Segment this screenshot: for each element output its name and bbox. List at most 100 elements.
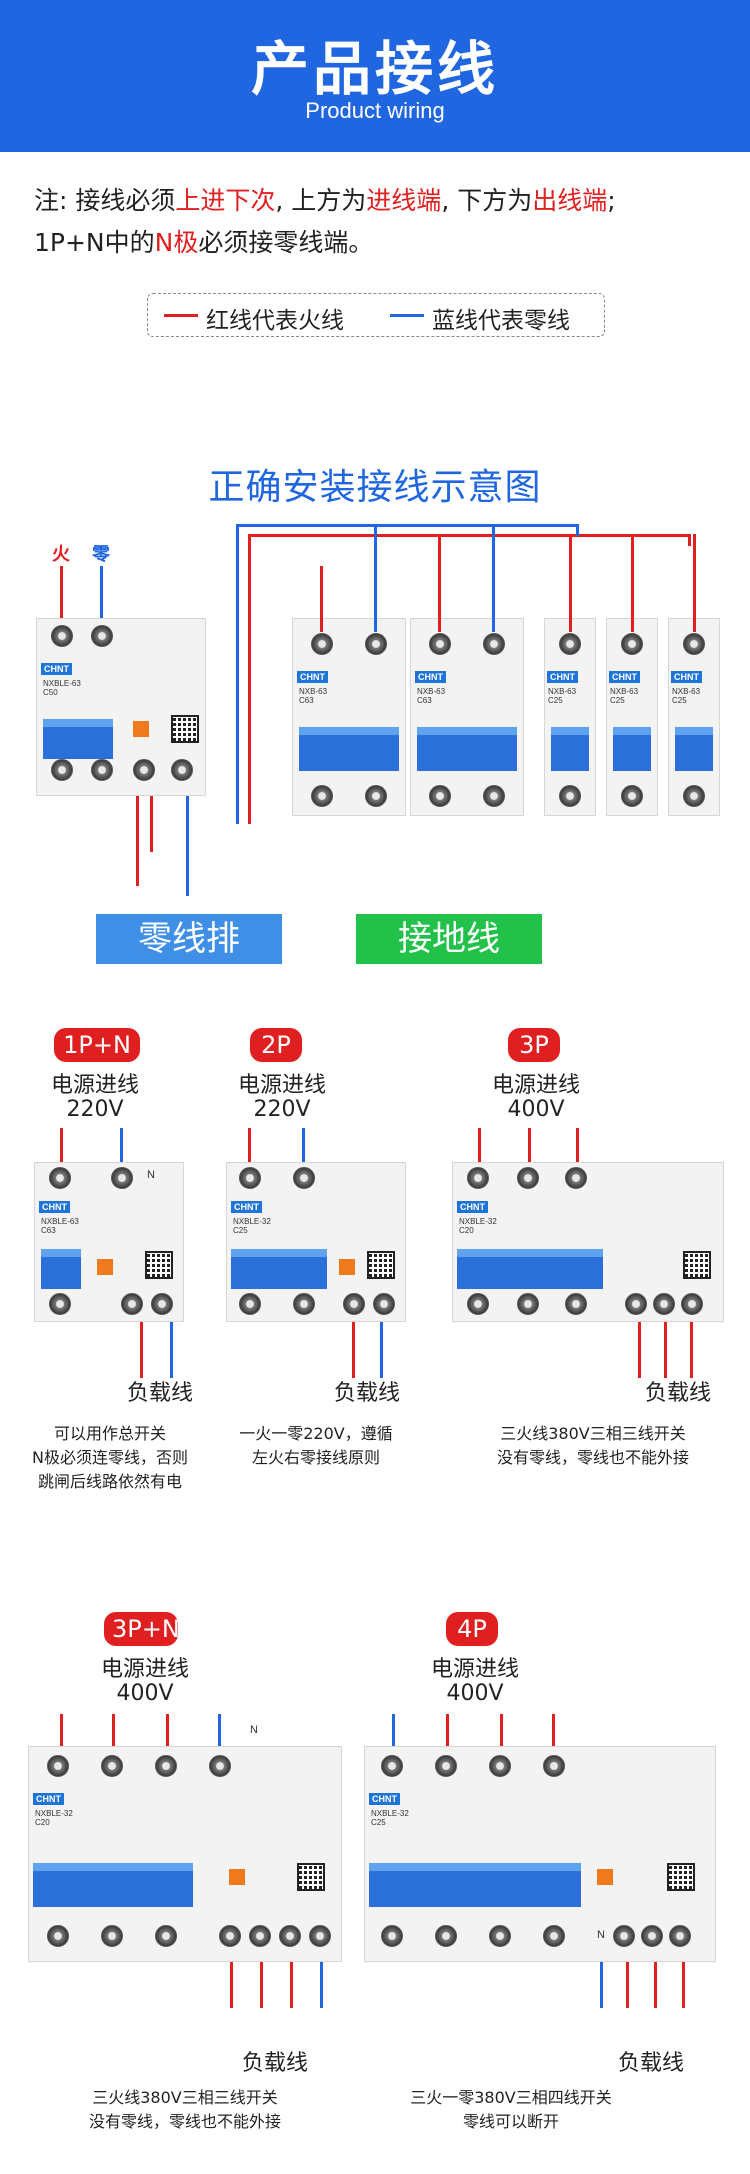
screw-icon [435, 1755, 457, 1777]
load-fire-wire [638, 1322, 641, 1378]
brand-logo: CHNT [609, 671, 640, 683]
brand-logo: CHNT [33, 1793, 64, 1805]
branch-fire-wire [438, 534, 441, 632]
screw-icon [209, 1755, 231, 1777]
rcbo-3p: CHNT NXBLE-32 C20 [452, 1162, 724, 1322]
screw-icon [239, 1293, 261, 1315]
branch-fire-wire [631, 534, 634, 632]
brand-logo: CHNT [671, 671, 702, 683]
load-zero-wire [380, 1322, 383, 1378]
page-title: 产品接线 [250, 35, 499, 103]
branch-breaker-2p-1: CHNT NXB-63 C63 [292, 618, 406, 816]
case-description: 可以用作总开关 N极必须连零线，否则 跳闸后线路依然有电 [32, 1424, 188, 1491]
load-zero-wire [320, 1962, 323, 2008]
note-text: , 下方为 [441, 186, 533, 215]
source-label: 电源进线 [50, 1073, 139, 1098]
bus-fire-wire [150, 796, 153, 852]
screw-icon [365, 785, 387, 807]
screw-icon [239, 1167, 261, 1189]
case-4p: 4P 电源进线 400V CHNT NXBLE-32 C25 N 负载线 三火一… [356, 1612, 736, 2132]
zero-wire [392, 1714, 395, 1754]
brand-logo: CHNT [39, 1201, 70, 1213]
wiring-note: 注: 接线必须上进下次, 上方为进线端, 下方为出线端; 1P+N中的N极必须接… [34, 180, 724, 264]
red-line-swatch [164, 314, 198, 317]
load-label: 负载线 [617, 2051, 684, 2076]
fire-wire [576, 1128, 579, 1168]
screw-icon [293, 1293, 315, 1315]
branch-breaker-2p-2: CHNT NXB-63 C63 [410, 618, 524, 816]
screw-icon [613, 1925, 635, 1947]
top-zero-bus [236, 524, 576, 527]
case-1p-n: 1P+N 电源进线 220V N CHNT NXBLE-63 C63 负载线 可… [20, 1028, 200, 1491]
screw-icon [249, 1925, 271, 1947]
screw-icon [559, 785, 581, 807]
screw-icon [429, 633, 451, 655]
screw-icon [155, 1925, 177, 1947]
neutral-mark: N [250, 1724, 258, 1736]
screw-icon [49, 1167, 71, 1189]
fire-wire [552, 1714, 555, 1754]
neutral-mark: N [597, 1929, 605, 1941]
screw-icon [483, 785, 505, 807]
rcbo-1p-n: N CHNT NXBLE-63 C63 [34, 1162, 184, 1322]
screw-icon [681, 1293, 703, 1315]
rcbo-3p-n: CHNT NXBLE-32 C20 [28, 1746, 342, 1962]
neutral-mark: N [147, 1169, 155, 1181]
screw-icon [653, 1293, 675, 1315]
breaker-handle [43, 719, 113, 759]
screw-icon [311, 785, 333, 807]
breaker-handle [551, 727, 589, 771]
model-label: NXBLE-63 C63 [41, 1217, 79, 1235]
fire-wire [500, 1714, 503, 1754]
model-label: NXB-63 C63 [417, 687, 446, 705]
screw-icon [121, 1293, 143, 1315]
note-highlight: N极 [154, 228, 199, 257]
source-label: 电源进线 [430, 1657, 519, 1682]
screw-icon [47, 1755, 69, 1777]
qr-code-icon [297, 1863, 325, 1891]
load-fire-wire [690, 1322, 693, 1378]
screw-icon [489, 1925, 511, 1947]
red-legend-label: 红线代表火线 [206, 308, 344, 334]
test-button-icon [133, 721, 149, 737]
bus-zero-wire [186, 796, 189, 896]
screw-icon [467, 1293, 489, 1315]
voltage-label: 400V [446, 1681, 504, 1706]
load-label: 负载线 [126, 1381, 193, 1406]
branch-fire-riser [248, 534, 251, 824]
note-highlight: 进线端 [366, 186, 442, 215]
fire-wire [166, 1714, 169, 1754]
case-2p: 2P 电源进线 220V CHNT NXBLE-32 C25 负载线 一火一零2… [222, 1028, 412, 1467]
screw-icon [219, 1925, 241, 1947]
case-description: 三火线380V三相三线开关 没有零线，零线也不能外接 [496, 1424, 689, 1467]
screw-icon [669, 1925, 691, 1947]
source-label: 电源进线 [237, 1073, 326, 1098]
fire-bus-end [688, 534, 691, 546]
test-button-icon [229, 1869, 245, 1885]
test-button-icon [97, 1259, 113, 1275]
main-zero-wire [100, 566, 103, 632]
branch-breaker-1p-3: CHNT NXB-63 C25 [668, 618, 720, 816]
fire-wire [528, 1128, 531, 1168]
case-3p: 3P 电源进线 400V CHNT NXBLE-32 C20 负载线 三火线38… [448, 1028, 740, 1467]
fire-wire [248, 1128, 251, 1168]
screw-icon [171, 759, 193, 781]
case-description: 三火线380V三相三线开关 没有零线，零线也不能外接 [88, 2088, 281, 2131]
screw-icon [381, 1925, 403, 1947]
screw-icon [51, 625, 73, 647]
source-label: 电源进线 [491, 1073, 580, 1098]
screw-icon [435, 1925, 457, 1947]
load-fire-wire [654, 1962, 657, 2008]
page-subtitle: Product wiring [305, 98, 445, 123]
installation-diagram: 火 零 CHNT NXBLE-63 C50 CHNT NXB-63 C63 [0, 524, 750, 970]
note-highlight: 出线端 [532, 186, 608, 215]
screw-icon [683, 785, 705, 807]
breaker-handle [369, 1863, 581, 1907]
voltage-label: 400V [507, 1097, 565, 1122]
load-fire-wire [682, 1962, 685, 2008]
zero-wire [218, 1714, 221, 1754]
screw-icon [621, 785, 643, 807]
brand-logo: CHNT [457, 1201, 488, 1213]
model-label: NXBLE-32 C25 [371, 1809, 409, 1827]
zero-bus-end [576, 524, 579, 536]
